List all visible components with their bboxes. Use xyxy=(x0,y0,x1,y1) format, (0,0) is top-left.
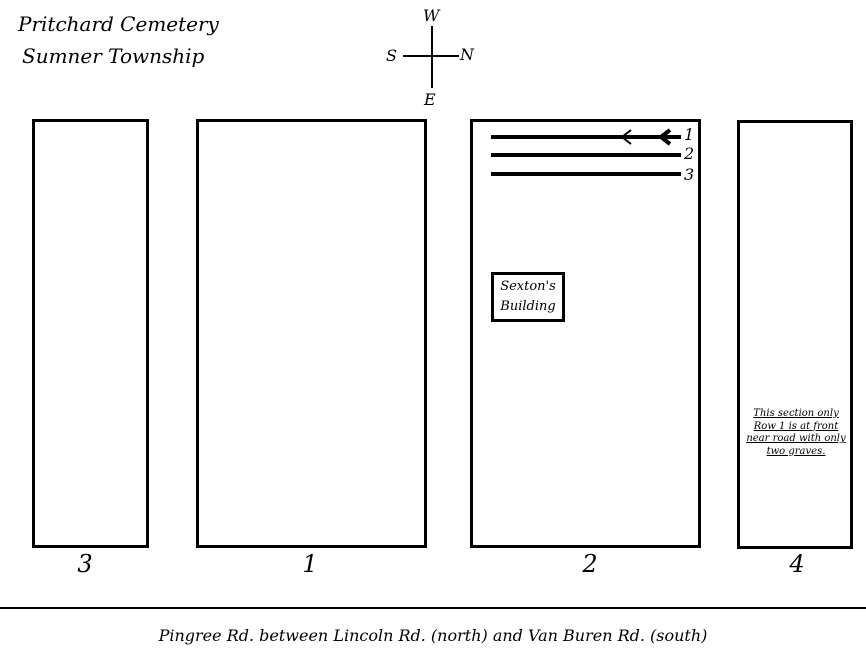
section-3-label: 3 xyxy=(77,550,93,578)
building-label-2: Building xyxy=(500,299,556,314)
section-4 xyxy=(737,120,853,549)
compass-north-label: N xyxy=(460,45,474,64)
section-4-note: This section only Row 1 is at front near… xyxy=(740,408,852,458)
section-2-label: 2 xyxy=(582,550,598,578)
row-2-line xyxy=(491,153,681,157)
section-2 xyxy=(470,119,701,548)
compass-south-label: S xyxy=(386,46,397,65)
road-line xyxy=(0,607,866,609)
title-line-2: Sumner Township xyxy=(22,44,205,68)
title-line-1: Pritchard Cemetery xyxy=(18,12,219,36)
compass-west-label: W xyxy=(423,6,440,25)
row-1-line xyxy=(491,135,681,139)
sextons-building: Sexton's Building xyxy=(491,272,565,322)
row-3-label: 3 xyxy=(684,165,695,184)
section-1 xyxy=(196,119,427,548)
compass-horizontal-line xyxy=(403,55,459,57)
note-line: near road with only xyxy=(746,433,846,444)
row-3-line xyxy=(491,172,681,176)
road-label: Pingree Rd. between Lincoln Rd. (north) … xyxy=(158,626,708,645)
note-line: Row 1 is at front xyxy=(753,420,839,432)
map-title: Pritchard Cemetery Sumner Township xyxy=(18,8,219,72)
section-1-label: 1 xyxy=(302,550,318,578)
note-line: two graves. xyxy=(766,445,826,457)
note-line: This section only xyxy=(753,408,839,419)
section-4-label: 4 xyxy=(789,550,805,578)
row-1-label: 1 xyxy=(684,125,695,144)
row-2-label: 2 xyxy=(684,144,695,163)
compass-east-label: E xyxy=(424,90,436,109)
compass-vertical-line xyxy=(431,26,433,88)
section-3 xyxy=(32,119,149,548)
direction-arrow-icons xyxy=(620,128,672,146)
building-label-1: Sexton's xyxy=(500,279,556,294)
